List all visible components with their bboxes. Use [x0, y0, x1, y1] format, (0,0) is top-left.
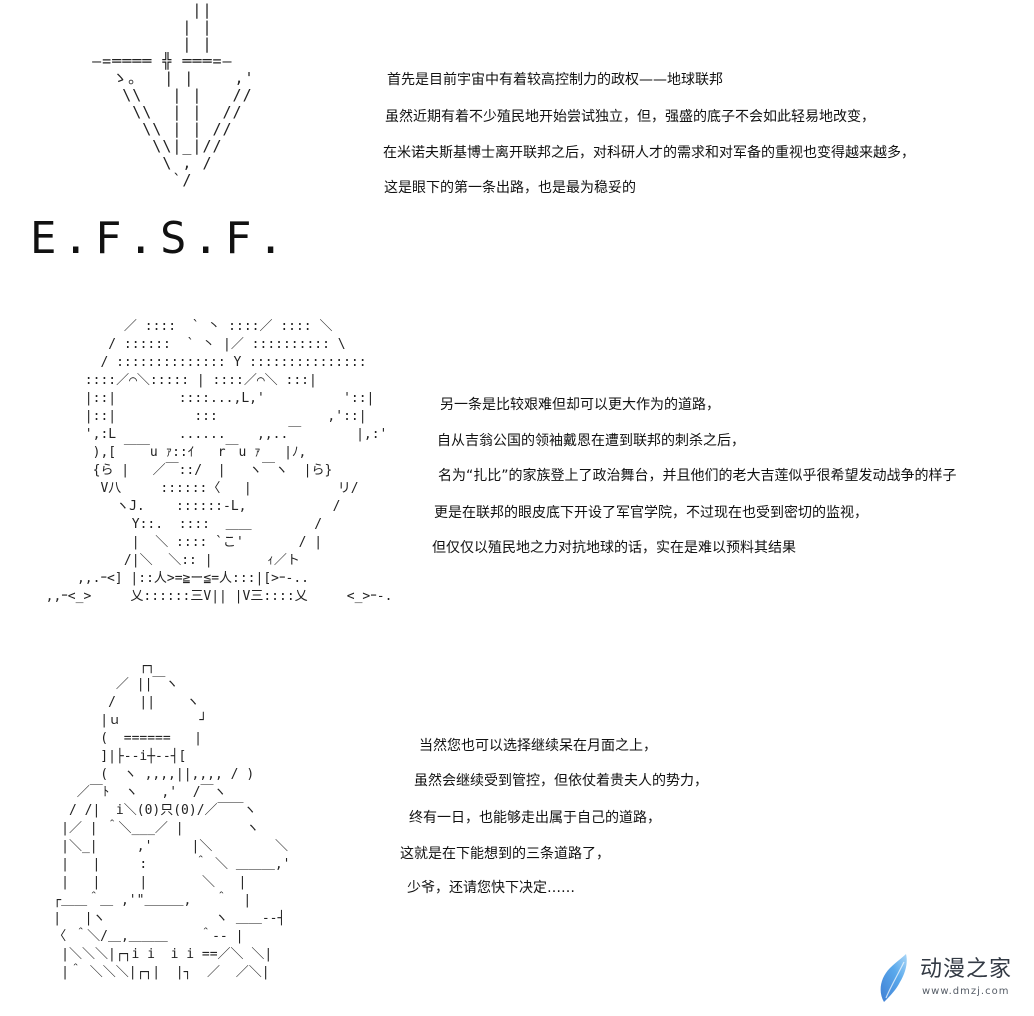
text-line: 自从吉翁公国的领袖戴恩在遭到联邦的刺杀之后，: [437, 433, 745, 449]
text-line: 终有一日，也能够走出属于自己的道路，: [409, 810, 661, 826]
text-line: 少爷，还请您快下决定……: [407, 880, 575, 896]
face-portrait-ascii-art: ／ :::: ` 丶 ::::／ :::: ＼ / :::::: ` 丶 |／ …: [45, 319, 393, 604]
text-line: 名为“扎比”的家族登上了政治舞台，并且他们的老大吉莲似乎很希望发动战争的样子: [438, 468, 957, 484]
panel-moon: ┌┐ ／ ||￣ヽ / || ヽ |ｕ ┘ ( ====== | ]|├--i┼…: [0, 650, 1034, 1016]
efsf-emblem-ascii-art: || | | | | —=════ ╬ ═══=— ゝ。 | | ,' \\ |…: [92, 1, 255, 189]
watermark-url: www.dmzj.com: [922, 986, 1010, 997]
efsf-logo-text: E.F.S.F.: [30, 213, 290, 264]
text-line: 这就是在下能想到的三条道路了，: [400, 846, 610, 862]
text-line: 这是眼下的第一条出路，也是最为稳妥的: [384, 180, 636, 196]
text-line: 更是在联邦的眼皮底下开设了军官学院，不过现在也受到密切的监视，: [434, 505, 868, 521]
text-line: 在米诺夫斯基博士离开联邦之后，对科研人才的需求和对军备的重视也变得越来越多，: [383, 145, 915, 161]
text-line: 首先是目前宇宙中有着较高控制力的政权——地球联邦: [387, 72, 723, 88]
text-line: 当然您也可以选择继续呆在月面之上，: [419, 738, 657, 754]
text-line: 另一条是比较艰难但却可以更大作为的道路，: [440, 397, 720, 413]
text-line: 虽然会继续受到管控，但依仗着贵夫人的势力，: [414, 773, 708, 789]
text-line: 但仅仅以殖民地之力对抗地球的话，实在是难以预料其结果: [432, 540, 796, 556]
feather-logo-icon: [880, 954, 907, 1002]
text-line: 虽然近期有着不少殖民地开始尝试独立，但，强盛的底子不会如此轻易地改变，: [385, 109, 875, 125]
watermark-title: 动漫之家: [920, 957, 1013, 982]
panel-zeon: ／ :::: ` 丶 ::::／ :::: ＼ / :::::: ` 丶 |／ …: [0, 300, 1034, 630]
soldier-ascii-art: ┌┐ ／ ||￣ヽ / || ヽ |ｕ ┘ ( ====== | ]|├--i┼…: [53, 659, 291, 980]
panel-efsf: || | | | | —=════ ╬ ═══=— ゝ。 | | ,' \\ |…: [0, 0, 1034, 290]
dmzj-watermark: 动漫之家 www.dmzj.com: [872, 948, 1032, 1008]
